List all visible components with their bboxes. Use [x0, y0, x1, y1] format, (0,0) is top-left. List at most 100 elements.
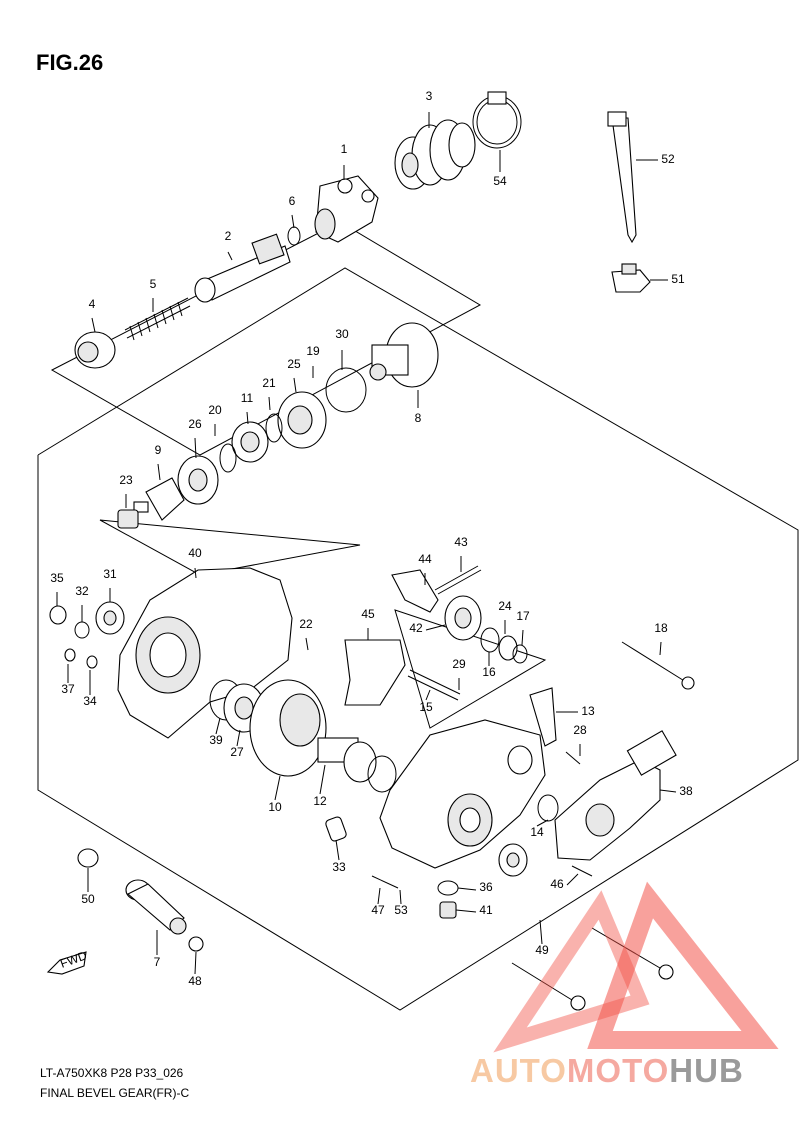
- callout-leader-line: [291, 214, 295, 229]
- callout-number: 2: [225, 229, 232, 243]
- callout-leader-line: [521, 629, 524, 646]
- final-gear-case-part: [379, 719, 546, 869]
- callout-leader-line: [194, 437, 197, 459]
- callout-leader-line: [659, 641, 662, 656]
- callout-leader-line: [236, 729, 241, 747]
- fwd-arrow-icon: FWD: [46, 948, 89, 975]
- callout-number: 8: [415, 411, 422, 425]
- callout-number: 7: [154, 955, 161, 969]
- shift-boot-part: [125, 879, 187, 935]
- callout-number: 34: [83, 694, 97, 708]
- gasket-part: [537, 794, 559, 822]
- washer-part: [437, 880, 459, 896]
- small-seal-parts: [49, 601, 125, 669]
- callout-leader-line: [566, 873, 579, 886]
- callout-number: 45: [361, 607, 375, 621]
- callout-leader-line: [91, 317, 96, 333]
- bolt-49-part: [511, 962, 573, 1001]
- callout-leader-line: [399, 889, 402, 905]
- callout-leader-line: [319, 764, 326, 795]
- callout-number: 24: [498, 599, 512, 613]
- callout-leader-line: [194, 567, 197, 579]
- callout-number: 50: [81, 892, 95, 906]
- ring-part: [325, 367, 367, 413]
- callout-number: 32: [75, 584, 89, 598]
- callout-number: 49: [535, 943, 549, 957]
- nut-part: [77, 848, 99, 868]
- gear-housing-part: [117, 567, 293, 739]
- callout-number: 37: [61, 682, 75, 696]
- callout-number: 25: [287, 357, 301, 371]
- circlip-part: [287, 226, 301, 246]
- callout-number: 52: [661, 152, 675, 166]
- callout-number: 38: [679, 784, 693, 798]
- callout-number: 3: [426, 89, 433, 103]
- callout-number: 4: [89, 297, 96, 311]
- drain-plug-part: [439, 901, 457, 919]
- callout-number: 54: [493, 174, 507, 188]
- callout-number: 1: [341, 142, 348, 156]
- callout-leader-line: [293, 377, 297, 393]
- bevel-pinion-part: [133, 477, 185, 521]
- callout-leader-line: [227, 251, 233, 261]
- callout-number: 26: [188, 417, 202, 431]
- ring-gear-parts: [209, 679, 397, 793]
- callout-leader-line: [246, 411, 249, 425]
- callout-number: 47: [371, 903, 385, 917]
- assembly-outline: [37, 267, 799, 1011]
- figure-title: FIG.26: [36, 50, 104, 75]
- yoke-part: [314, 175, 379, 243]
- callout-number: 10: [268, 800, 282, 814]
- callout-number: 43: [454, 535, 468, 549]
- callout-number: 5: [150, 277, 157, 291]
- callout-number: 13: [581, 704, 595, 718]
- callout-leader-line: [268, 396, 271, 411]
- clamp-part: [611, 263, 651, 293]
- callout-leader-line: [157, 463, 161, 481]
- callout-number: 11: [241, 391, 254, 405]
- callout-number: 21: [262, 376, 276, 390]
- bearing-26-part: [177, 455, 219, 505]
- callout-number: 30: [335, 327, 349, 341]
- callout-number: 41: [479, 903, 493, 917]
- callout-number: 22: [299, 617, 313, 631]
- watermark-logo: [493, 881, 779, 1053]
- spring-part: [124, 297, 191, 341]
- pin-part: [325, 816, 347, 842]
- callout-number: 14: [530, 825, 544, 839]
- callout-number: 53: [394, 903, 408, 917]
- callout-number: 29: [452, 657, 466, 671]
- callout-labels: 1234565254518193025211120269234035323122…: [50, 89, 693, 988]
- callout-number: 18: [654, 621, 668, 635]
- watermark-text: AUTOMOTOHUB: [470, 1052, 744, 1089]
- callout-number: 9: [155, 443, 162, 457]
- callout-number: 46: [550, 877, 564, 891]
- figure-name: FINAL BEVEL GEAR(FR)-C: [40, 1086, 190, 1100]
- callout-number: 51: [671, 272, 685, 286]
- oil-seal-part: [498, 843, 528, 877]
- callout-number: 35: [50, 571, 64, 585]
- bracket-part: [529, 687, 557, 747]
- callout-leader-line: [274, 775, 281, 801]
- band-part: [472, 91, 522, 149]
- callout-leader-line: [457, 887, 477, 891]
- cable-tie-part: [607, 111, 637, 244]
- shaft-part: [194, 233, 291, 303]
- callout-number: 20: [208, 403, 222, 417]
- callout-number: 44: [418, 552, 432, 566]
- callout-number: 6: [289, 194, 296, 208]
- shim-rings-parts: [480, 627, 528, 664]
- callout-number: 40: [188, 546, 202, 560]
- actuator-motor-part: [554, 730, 677, 861]
- boot-part: [394, 119, 476, 190]
- callout-leader-line: [425, 689, 431, 701]
- callout-leader-line: [425, 624, 446, 631]
- callout-number: 31: [103, 567, 117, 581]
- callout-number: 16: [482, 665, 496, 679]
- bolt-13-part: [565, 751, 581, 765]
- callout-leader-line: [215, 717, 221, 735]
- callout-leader-line: [335, 839, 340, 861]
- callout-leader-line: [194, 951, 197, 975]
